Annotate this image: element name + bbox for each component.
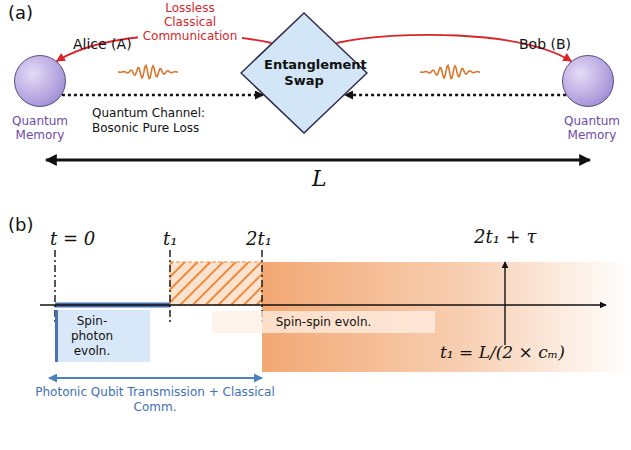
dimension-label: L — [312, 166, 327, 191]
interval-label: Photonic Qubit Transmission + Classical … — [35, 385, 275, 415]
time-label: t₁ — [163, 228, 177, 249]
spin-spin-box: Spin-spin evoln. — [212, 311, 435, 333]
quantum-channel — [62, 94, 263, 96]
panel-label: (b) — [8, 214, 33, 235]
node-sublabel: Quantum Memory — [9, 114, 71, 142]
entanglement-swap-diamond: Entanglement Swap — [240, 12, 368, 134]
node-sublabel: Quantum Memory — [561, 114, 623, 142]
time-label: 2t₁ — [246, 228, 272, 249]
photon-wave — [420, 65, 480, 78]
spin-photon-box: Spin-photon evoln. — [55, 310, 150, 362]
node-label: Entanglement Swap — [264, 57, 344, 89]
classical-link — [337, 35, 572, 61]
memory-circle: Bob (B)Quantum Memory — [562, 55, 614, 107]
edge-label: Lossless Classical Communication — [138, 1, 242, 43]
edge-label: Quantum Channel: Bosonic Pure Loss — [92, 106, 222, 136]
equation-label: t₁ = L/(2 × cₘ) — [440, 342, 565, 362]
panel-label: (a) — [8, 2, 33, 23]
quantum-channel — [345, 94, 566, 96]
time-label: t = 0 — [50, 228, 95, 249]
photon-wave — [118, 65, 178, 78]
node-label: Spin-spin evoln. — [212, 314, 435, 330]
time-label: 2t₁ + τ — [474, 226, 536, 247]
node-label: Bob (B) — [519, 36, 571, 52]
node-label: Alice (A) — [73, 36, 132, 52]
memory-circle: Alice (A)Quantum Memory — [14, 55, 66, 107]
node-label: Spin-photon evoln. — [62, 314, 122, 359]
